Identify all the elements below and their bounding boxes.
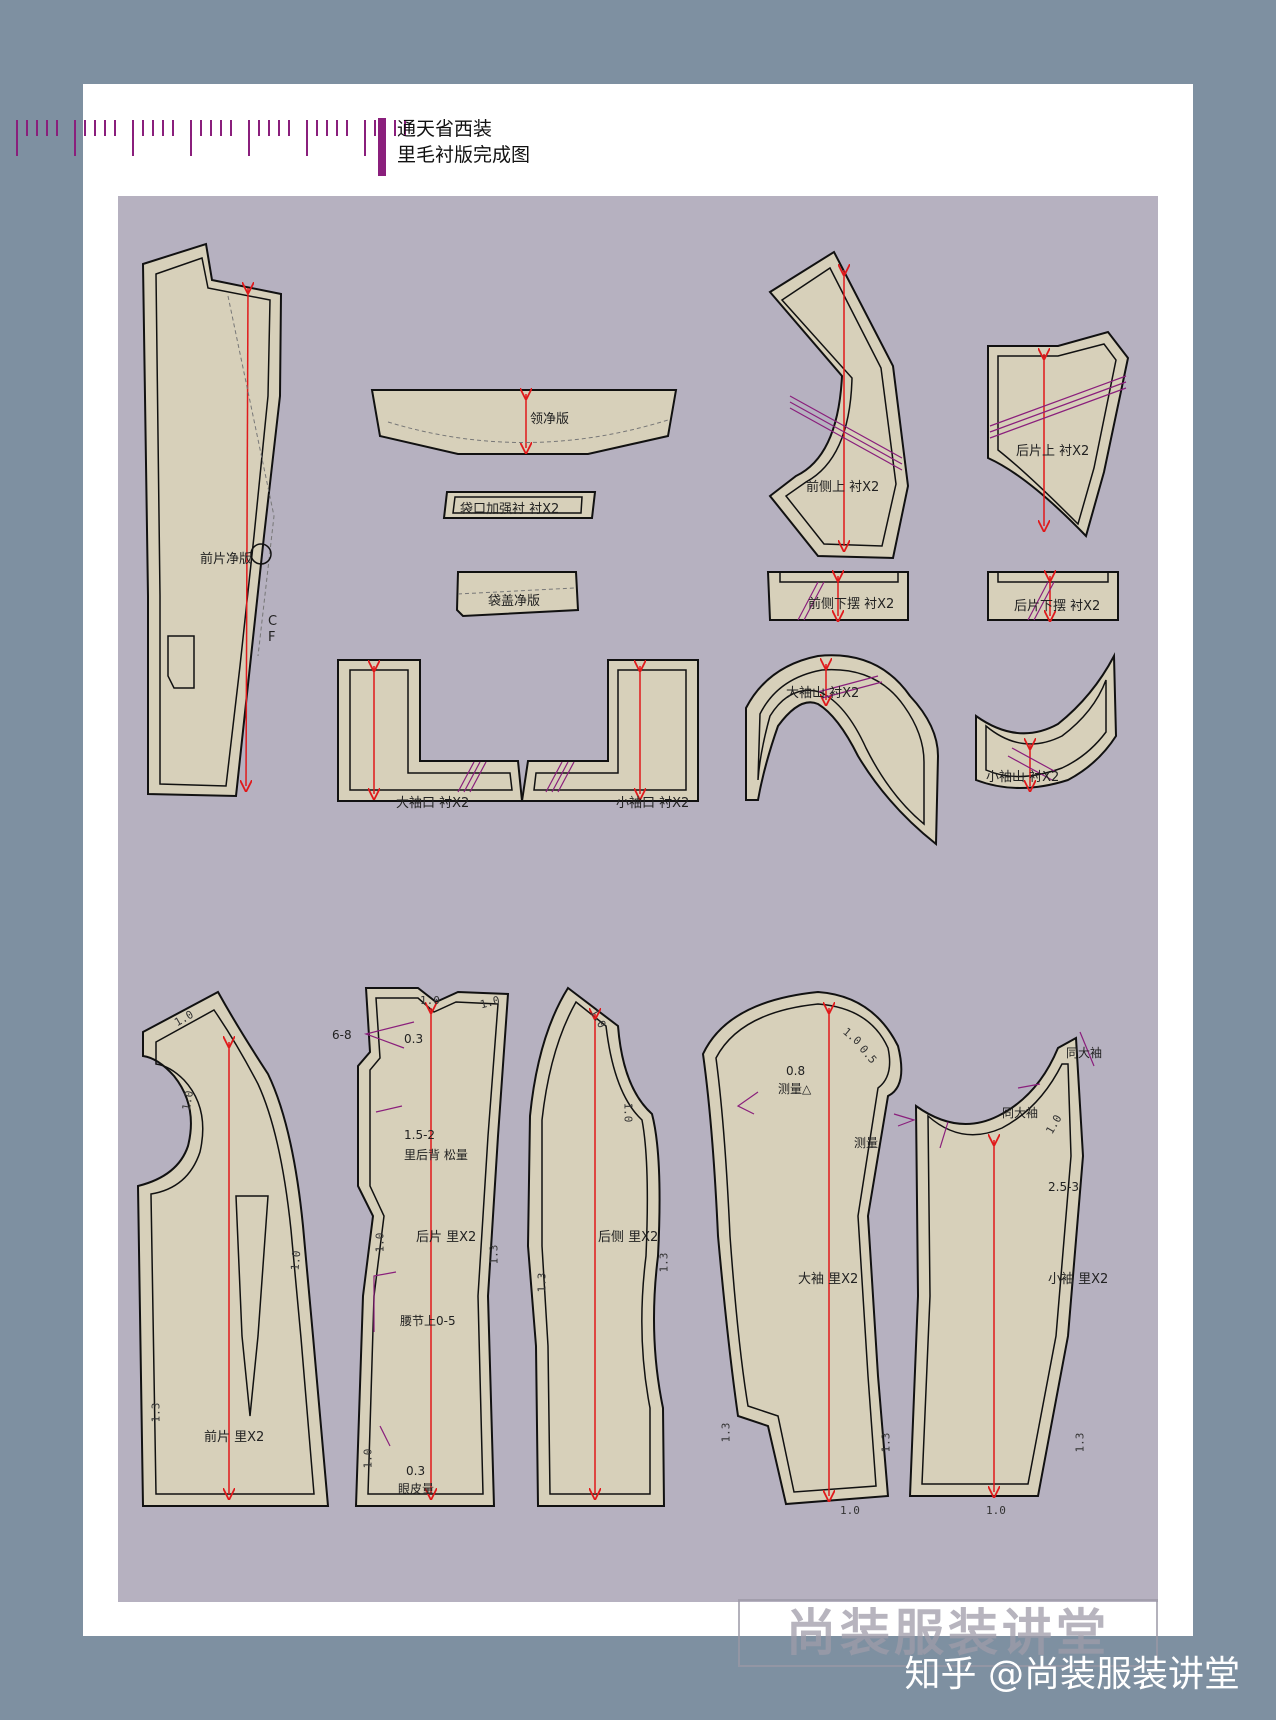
- anno-waist: 腰节上0-5: [400, 1314, 456, 1328]
- piece-big-sleeve-lining: [701, 990, 903, 1506]
- anno-back-ease: 里后背 松量: [404, 1148, 468, 1162]
- label-back-lining: 后片 里X2: [416, 1230, 477, 1245]
- bias-line: [1027, 581, 1055, 621]
- bias-line: [789, 395, 903, 471]
- pattern-sheet: 通天省西装 里毛衬版完成图: [16, 84, 1193, 1667]
- label-big-sleeve-lining: 大袖 里X2: [798, 1272, 859, 1287]
- anno-0-8: 0.8: [786, 1064, 806, 1078]
- title-line-2: 里毛衬版完成图: [397, 144, 531, 166]
- seam-allowance: 1.0: [840, 1504, 860, 1517]
- piece-back-top: [987, 330, 1130, 538]
- anno-6-8: 6-8: [332, 1028, 352, 1042]
- anno-2-5-3: 2.5-3: [1048, 1180, 1080, 1194]
- label-front-side-hem: 前侧下摆 衬X2: [808, 597, 895, 612]
- seam-allowance: 1.0: [986, 1504, 1006, 1517]
- seam-allowance: 1.3: [719, 1422, 733, 1443]
- bias-line: [457, 761, 487, 793]
- seam-allowance: 1.3: [487, 1244, 501, 1265]
- label-back-side-lining: 后侧 里X2: [598, 1230, 659, 1245]
- anno-0-3b: 0.3: [406, 1464, 426, 1478]
- bias-line: [797, 581, 825, 621]
- title-line-1: 通天省西装: [397, 118, 493, 140]
- label-cf: C F: [268, 614, 278, 645]
- bias-line: [1007, 747, 1057, 781]
- anno-same-big-1: 同大袖: [1066, 1046, 1103, 1060]
- seam-allowance: 1.3: [657, 1252, 671, 1273]
- anno-0-3: 0.3: [404, 1032, 424, 1046]
- anno-measure-2: 测量: [854, 1136, 879, 1150]
- anno-same-big-2: 同大袖: [1002, 1106, 1039, 1120]
- label-pocket-mouth: 袋口加强衬 衬X2: [460, 502, 560, 517]
- bias-line: [989, 375, 1127, 439]
- piece-big-cap: [745, 654, 940, 847]
- label-back-hem: 后片下摆 衬X2: [1014, 599, 1101, 614]
- label-back-top: 后片上 衬X2: [1016, 444, 1090, 459]
- pointer-line: [373, 1271, 397, 1332]
- label-flap-net: 袋盖净版: [488, 594, 541, 609]
- label-front-net: 前片净版: [200, 552, 253, 567]
- label-big-cap: 大袖山 衬X2: [786, 686, 860, 701]
- pointer-line: [736, 1091, 759, 1115]
- anno-1-5-2: 1.5-2: [404, 1128, 436, 1142]
- piece-small-cuff: [520, 659, 699, 802]
- pointer-line: [379, 1425, 391, 1447]
- bias-line: [545, 761, 575, 793]
- piece-collar-net: [370, 389, 678, 455]
- label-small-cuff: 小袖口 衬X2: [616, 796, 690, 811]
- pattern-board: 前片净版 C F 领净版 袋口加强衬 衬X2 袋盖净版 大袖口 衬X2 小袖口 …: [118, 196, 1158, 1667]
- seam-guide: [457, 587, 575, 595]
- label-big-cuff: 大袖口 衬X2: [396, 796, 470, 811]
- anno-eye-skin: 眼皮量: [398, 1482, 435, 1496]
- label-front-lining: 前片 里X2: [204, 1430, 265, 1445]
- page-title: 通天省西装 里毛衬版完成图: [397, 116, 530, 168]
- dart-mark: [235, 1195, 269, 1417]
- piece-pocket-mouth: [442, 491, 597, 519]
- pointer-line: [375, 1105, 403, 1113]
- piece-big-cuff: [337, 659, 524, 802]
- pointer-line: [893, 1113, 916, 1127]
- seam-guide: [387, 419, 669, 443]
- label-collar-net: 领净版: [530, 412, 570, 427]
- pointer-line: [363, 1021, 415, 1049]
- seam-guide: [227, 295, 275, 657]
- label-front-side-top: 前侧上 衬X2: [806, 480, 880, 495]
- seam-allowance: 1.0: [373, 1232, 387, 1253]
- seam-allowance: 1.3: [1073, 1432, 1087, 1453]
- seam-allowance: 1.3: [535, 1272, 549, 1293]
- piece-front-net: [141, 242, 283, 798]
- piece-front-side-top: [768, 250, 910, 560]
- grain-line: [246, 288, 248, 786]
- ruler-ticks: [16, 120, 406, 156]
- pointer-line: [939, 1121, 949, 1149]
- footer-credit: 知乎 @尚装服装讲堂: [904, 1654, 1240, 1695]
- piece-flap-net: [455, 571, 580, 618]
- pointer-line: [1017, 1083, 1041, 1089]
- button-mark: [250, 543, 272, 565]
- label-small-cap: 小袖山 衬X2: [986, 770, 1060, 785]
- anno-measure-1: 测量△: [778, 1082, 812, 1096]
- seam-allowance: 1.0: [420, 994, 440, 1007]
- seam-allowance: 1.0: [621, 1102, 635, 1123]
- bias-line: [817, 675, 883, 699]
- seam-allowance: 1.3: [149, 1402, 163, 1423]
- label-small-sleeve-lining: 小袖 里X2: [1048, 1272, 1109, 1287]
- pattern-pieces: [136, 242, 1130, 1507]
- pointer-line: [1079, 1031, 1095, 1067]
- watermark: 尚装服装讲堂: [738, 1599, 1158, 1667]
- seam-allowance: 1.0: [361, 1448, 375, 1469]
- pocket-mark: [167, 635, 195, 689]
- piece-small-sleeve-lining: [908, 1036, 1085, 1497]
- seam-allowance: 1.3: [879, 1432, 893, 1453]
- title-bar: [378, 118, 386, 176]
- seam-allowance: 1.0: [288, 1250, 304, 1271]
